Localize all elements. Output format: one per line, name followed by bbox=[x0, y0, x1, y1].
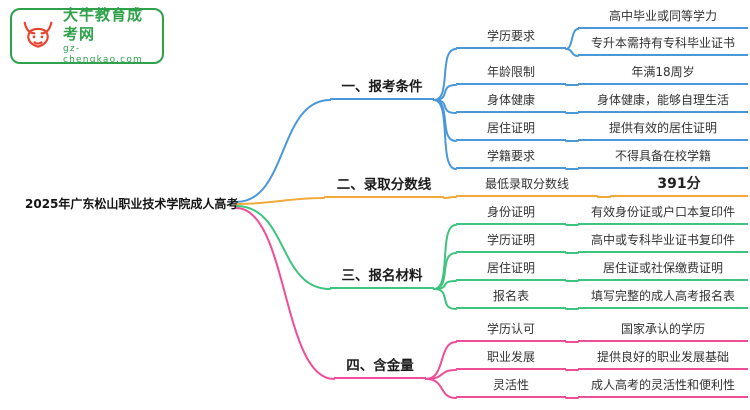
connector-b3-form bbox=[433, 288, 457, 310]
value-career-foundation: 提供良好的职业发展基础 bbox=[578, 348, 748, 370]
branch-registration-materials: 三、报名材料 bbox=[330, 266, 434, 289]
connector-b1-edu-v1 bbox=[565, 28, 579, 50]
connector-b2-minscore bbox=[443, 196, 457, 199]
connector-b4-flexibility bbox=[425, 378, 457, 399]
logo-title: 大牛教育成考网 bbox=[63, 6, 144, 43]
branch-application-conditions: 一、报考条件 bbox=[330, 77, 434, 100]
value-valid-residence: 提供有效的居住证明 bbox=[578, 119, 748, 141]
value-no-school-status: 不得具备在校学籍 bbox=[578, 147, 748, 169]
item-minimum-score: 最低录取分数线 bbox=[456, 175, 598, 197]
item-health: 身体健康 bbox=[456, 91, 566, 113]
value-healthy-selfcare: 身体健康，能够自理生活 bbox=[578, 91, 748, 113]
value-flexible-convenient: 成人高考的灵活性和便利性 bbox=[578, 376, 748, 398]
connector-b1-enrollment bbox=[433, 99, 457, 170]
item-residence-proof: 居住证明 bbox=[456, 119, 566, 141]
connector-root-branch2 bbox=[235, 197, 325, 205]
root-topic: 2025年广东松山职业技术学院成人高考 bbox=[25, 197, 239, 211]
value-id-or-hukou-copy: 有效身份证或户口本复印件 bbox=[578, 203, 748, 225]
logo-subtitle: gz-chengkao.com bbox=[63, 44, 144, 65]
item-identity-proof: 身份证明 bbox=[456, 203, 566, 225]
value-diploma-copy: 高中或专科毕业证书复印件 bbox=[578, 231, 748, 253]
item-education-proof: 学历证明 bbox=[456, 231, 566, 253]
item-registration-form: 报名表 bbox=[456, 287, 566, 309]
branch-value: 四、含金量 bbox=[334, 356, 426, 379]
item-education-requirement: 学历要求 bbox=[456, 27, 566, 49]
logo-text-block: 大牛教育成考网 gz-chengkao.com bbox=[63, 6, 154, 66]
item-flexibility: 灵活性 bbox=[456, 376, 566, 398]
item-residence-proof-material: 居住证明 bbox=[456, 259, 566, 281]
site-logo: 大牛教育成考网 gz-chengkao.com bbox=[10, 6, 164, 66]
item-career-development: 职业发展 bbox=[456, 348, 566, 370]
value-college-diploma-needed: 专升本需持有专科毕业证书 bbox=[578, 34, 748, 56]
value-age-18: 年满18周岁 bbox=[578, 63, 748, 85]
connector-root-branch4 bbox=[235, 207, 335, 380]
value-highschool-or-equivalent: 高中毕业或同等学力 bbox=[578, 7, 748, 29]
branch-admission-score: 二、录取分数线 bbox=[324, 175, 444, 198]
item-age-limit: 年龄限制 bbox=[456, 63, 566, 85]
item-enrollment-status: 学籍要求 bbox=[456, 147, 566, 169]
value-residence-or-social-security: 居住证或社保缴费证明 bbox=[578, 259, 748, 281]
connector-b1-edu-v2 bbox=[565, 48, 579, 57]
connector-b4-recognition bbox=[425, 341, 457, 380]
item-degree-recognition: 学历认可 bbox=[456, 320, 566, 342]
connector-b1-age bbox=[433, 84, 457, 101]
connector-b3-identity bbox=[433, 224, 457, 290]
value-state-recognized: 国家承认的学历 bbox=[578, 320, 748, 342]
value-score-391: 391分 bbox=[610, 175, 748, 197]
connector-root-branch3 bbox=[235, 205, 331, 290]
connector-root-branch1 bbox=[235, 99, 331, 203]
value-completed-form: 填写完整的成人高考报名表 bbox=[578, 287, 748, 309]
bull-logo-icon bbox=[23, 21, 53, 48]
